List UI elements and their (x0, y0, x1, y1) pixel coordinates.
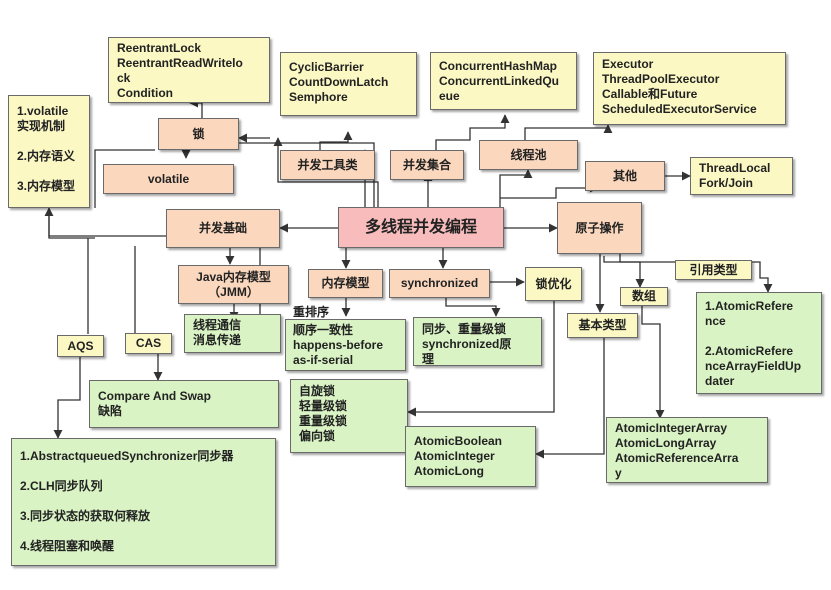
lock-node[interactable]: 锁 (158, 118, 239, 150)
jmm-node[interactable]: Java内存模型 （JMM） (178, 265, 289, 304)
memmodel-node[interactable]: 内存模型 (308, 269, 383, 298)
tools-node[interactable]: 并发工具类 (280, 150, 375, 180)
volatile-node[interactable]: volatile (103, 164, 234, 194)
memory-model-note: 顺序一致性 happens-before as-if-serial (285, 319, 406, 371)
basic-type-note: AtomicBoolean AtomicInteger AtomicLong (405, 426, 536, 487)
collections-node[interactable]: 并发集合 (390, 150, 464, 180)
threadpool-node[interactable]: 线程池 (479, 140, 578, 170)
collections-note: ConcurrentHashMap ConcurrentLinkedQu eue (430, 52, 577, 110)
synchronized-node[interactable]: synchronized (389, 269, 490, 298)
basic-type-node[interactable]: 基本类型 (567, 313, 638, 338)
array-note: AtomicIntegerArray AtomicLongArray Atomi… (606, 417, 768, 483)
other-node[interactable]: 其他 (585, 161, 665, 191)
thread-communication-note: 线程通信 消息传递 (184, 314, 281, 353)
center-node[interactable]: 多线程并发编程 (338, 207, 504, 248)
other-note: ThreadLocal Fork/Join (690, 157, 793, 195)
tools-note: CyclicBarrier CountDownLatch Semphore (280, 52, 417, 116)
lock-optimization-note: 自旋锁 轻量级锁 重量级锁 偏向锁 (290, 379, 408, 453)
cas-note: Compare And Swap 缺陷 (89, 380, 279, 428)
lock-note: ReentrantLock ReentrantReadWritelo ck Co… (108, 37, 270, 103)
cas-node[interactable]: CAS (125, 333, 172, 354)
executor-note: Executor ThreadPoolExecutor Callable和Fut… (593, 52, 786, 125)
aqs-node[interactable]: AQS (57, 335, 104, 357)
basics-node[interactable]: 并发基础 (166, 209, 280, 248)
lock-optimization-node[interactable]: 锁优化 (525, 267, 582, 301)
reorder-label: 重排序 (293, 305, 330, 319)
atomic-node[interactable]: 原子操作 (557, 202, 642, 254)
volatile-note: 1.volatile 实现机制 2.内存语义 3.内存模型 (8, 95, 90, 208)
reference-type-node[interactable]: 引用类型 (675, 260, 752, 280)
synchronized-note: 同步、重量级锁 synchronized原 理 (413, 317, 542, 366)
array-node[interactable]: 数组 (620, 287, 668, 306)
reference-type-note: 1.AtomicRefere nce 2.AtomicRefere nceArr… (696, 292, 822, 394)
aqs-note: 1.AbstractqueuedSynchronizer同步器 2.CLH同步队… (11, 438, 276, 566)
